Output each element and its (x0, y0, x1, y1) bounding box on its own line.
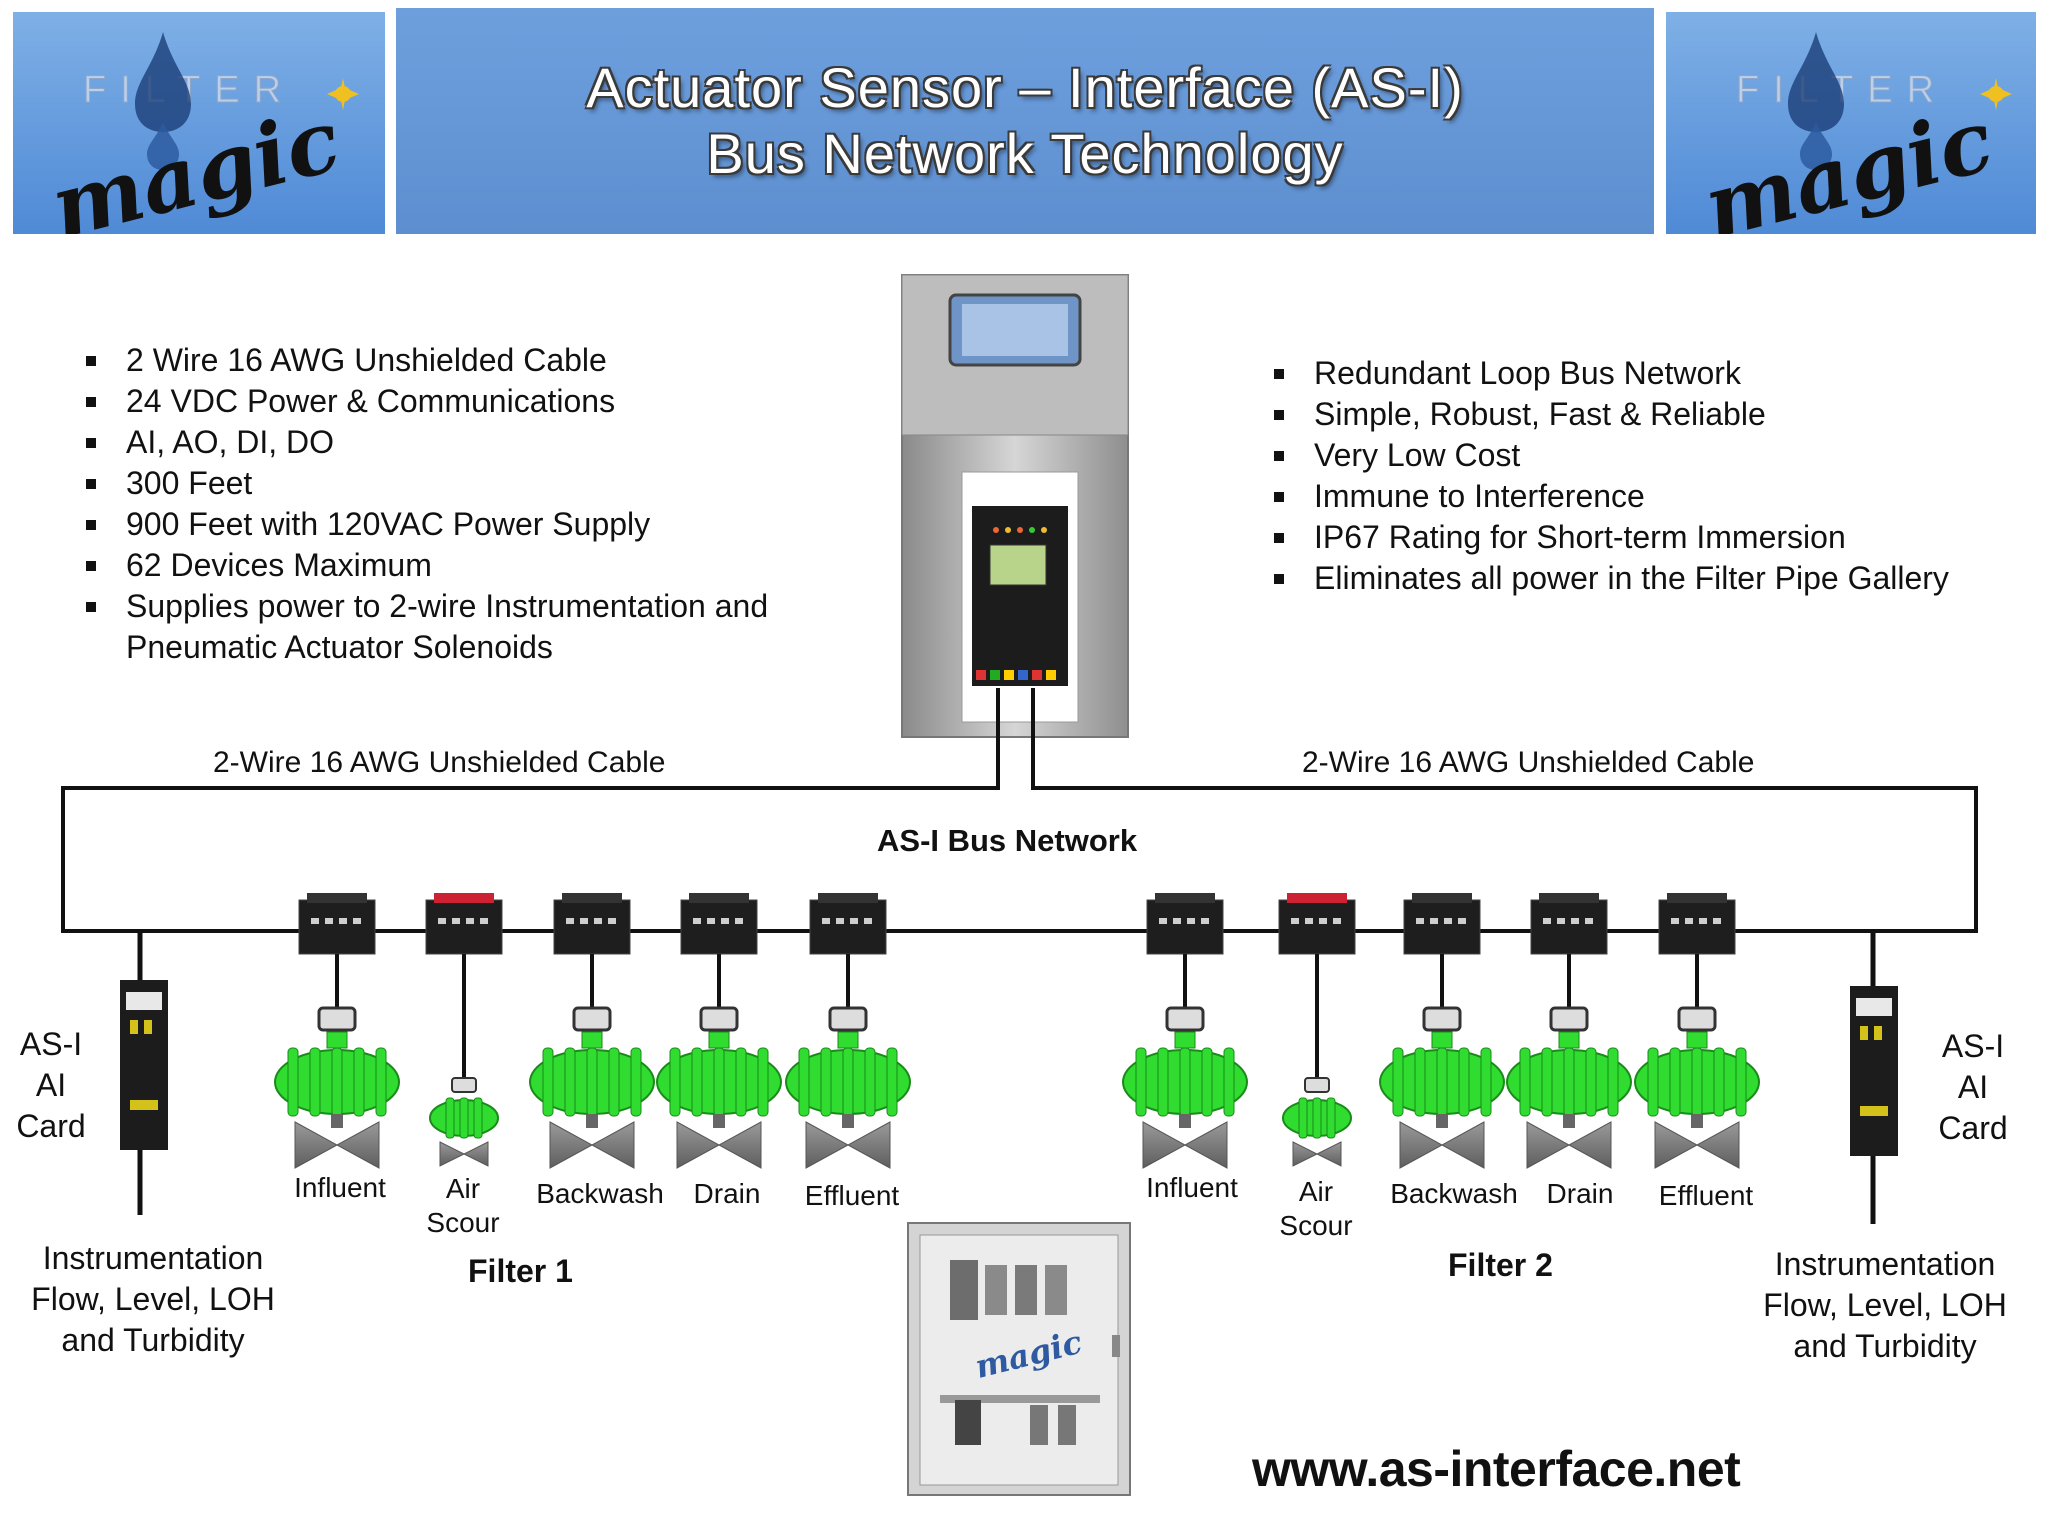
remote-panel: magic (907, 1222, 1131, 1496)
title-line-2: Bus Network Technology (706, 122, 1344, 185)
valve-label-backwash: Backwash (1390, 1178, 1518, 1209)
valve-label-influent: Influent (1146, 1172, 1238, 1203)
bus-network-label: AS-I Bus Network (877, 823, 1138, 858)
filter-1-label: Filter 1 (468, 1253, 573, 1289)
feature-item: 900 Feet with 120VAC Power Supply (86, 504, 806, 545)
process-valve (1506, 893, 1632, 1169)
process-valve (656, 893, 782, 1169)
ai-card-label-left: AS-I AI Card (16, 1026, 86, 1144)
feature-item: Very Low Cost (1274, 435, 2034, 476)
valve-label-drain: Drain (1546, 1178, 1614, 1209)
air-scour-valve (1278, 893, 1356, 1167)
bus-cable (61, 688, 1978, 933)
instrumentation-label-right: Instrumentation Flow, Level, LOH and Tur… (1763, 1246, 2007, 1364)
ai-card-right (1850, 931, 1898, 1224)
left-feature-list: 2 Wire 16 AWG Unshielded Cable 24 VDC Po… (86, 340, 806, 668)
title-banner: Actuator Sensor – Interface (AS-I) Bus N… (396, 8, 1654, 234)
filter-2-label: Filter 2 (1448, 1247, 1553, 1283)
filter-magic-logo: FILTER magic (42, 32, 359, 234)
cable-label-right: 2-Wire 16 AWG Unshielded Cable (1302, 746, 1755, 779)
cable-label-left: 2-Wire 16 AWG Unshielded Cable (213, 746, 666, 779)
valve-label-effluent: Effluent (1658, 1180, 1754, 1211)
feature-item: Supplies power to 2-wire Instrumentation… (86, 586, 806, 668)
right-feature-list: Redundant Loop Bus Network Simple, Robus… (1274, 353, 2034, 599)
valve-label-influent: Influent (294, 1172, 386, 1203)
process-valve (1634, 893, 1760, 1169)
process-valve (274, 893, 400, 1169)
valve-actuators (274, 893, 1760, 1169)
process-valve (1122, 893, 1248, 1169)
valve-label-air-scour: Air Scour (426, 1173, 500, 1238)
control-cabinet (901, 274, 1129, 738)
feature-item: IP67 Rating for Short-term Immersion (1274, 517, 2034, 558)
process-valve (1379, 893, 1505, 1169)
feature-item: 62 Devices Maximum (86, 545, 806, 586)
feature-item: 2 Wire 16 AWG Unshielded Cable (86, 340, 806, 381)
feature-item: AI, AO, DI, DO (86, 422, 806, 463)
filter-magic-logo: FILTER magic (1695, 32, 2012, 234)
logo-panel-right: FILTER magic (1666, 12, 2036, 234)
feature-item: Immune to Interference (1274, 476, 2034, 517)
feature-item: 24 VDC Power & Communications (86, 381, 806, 422)
feature-item: Eliminates all power in the Filter Pipe … (1274, 558, 2034, 599)
process-valve (529, 893, 655, 1169)
instrumentation-label-left: Instrumentation Flow, Level, LOH and Tur… (31, 1240, 275, 1358)
ai-card-label-right: AS-I AI Card (1938, 1028, 2008, 1146)
valve-label-backwash: Backwash (536, 1178, 664, 1209)
ai-card-left (120, 931, 168, 1215)
feature-item: Simple, Robust, Fast & Reliable (1274, 394, 2034, 435)
process-valve (785, 893, 911, 1169)
as-i-gateway (972, 506, 1068, 686)
valve-label-air-scour: Air Scour (1279, 1176, 1353, 1241)
valve-label-drain: Drain (693, 1178, 761, 1209)
logo-panel-left: FILTER magic (13, 12, 385, 234)
website-link[interactable]: www.as-interface.net (1252, 1441, 1741, 1497)
feature-item: Redundant Loop Bus Network (1274, 353, 2034, 394)
title-line-1: Actuator Sensor – Interface (AS-I) (586, 56, 1464, 119)
air-scour-valve (425, 893, 503, 1167)
feature-item: 300 Feet (86, 463, 806, 504)
valve-label-effluent: Effluent (804, 1180, 900, 1211)
